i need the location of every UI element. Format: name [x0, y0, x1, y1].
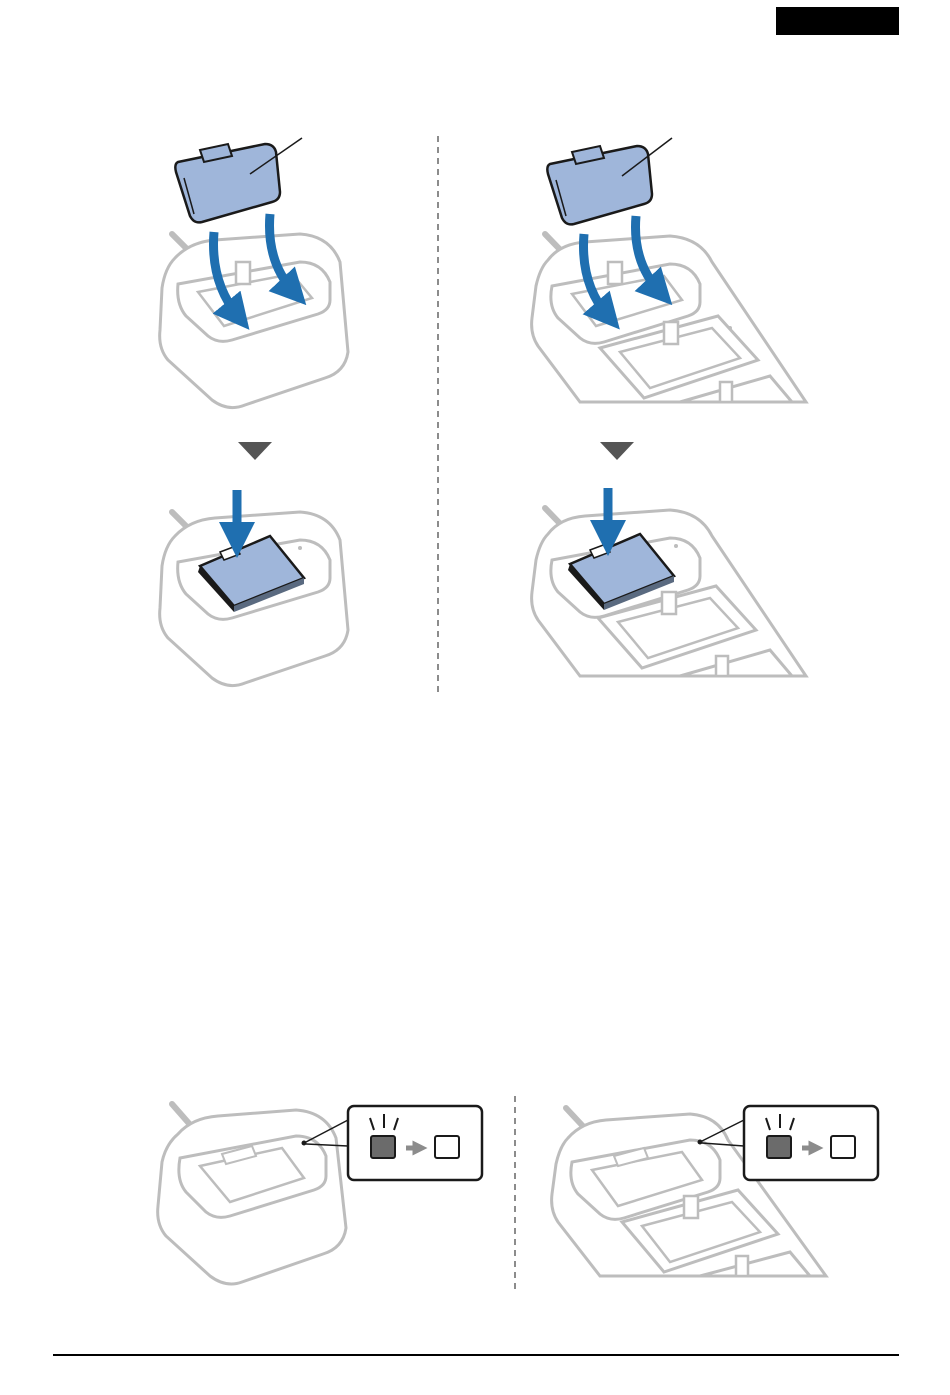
- footer-rule: [53, 1354, 899, 1356]
- step-down-arrow-icon: [600, 442, 634, 460]
- led-on-icon: [767, 1136, 791, 1158]
- single-charger-insert-illustration: [160, 138, 348, 408]
- led-callout-box: [744, 1106, 878, 1180]
- led-off-icon: [831, 1136, 855, 1158]
- multi-charger-press-illustration: [532, 488, 806, 676]
- single-charger-press-illustration: [160, 490, 348, 686]
- battery-icon: [547, 146, 652, 224]
- led-on-icon: [371, 1136, 395, 1158]
- step-down-arrow-icon: [238, 442, 272, 460]
- multi-charger-insert-illustration: [532, 138, 806, 402]
- battery-icon: [175, 144, 280, 222]
- multi-charger-led-illustration: [552, 1106, 878, 1276]
- led-off-icon: [435, 1136, 459, 1158]
- led-callout-box: [348, 1106, 482, 1180]
- single-charger-led-illustration: [158, 1104, 482, 1284]
